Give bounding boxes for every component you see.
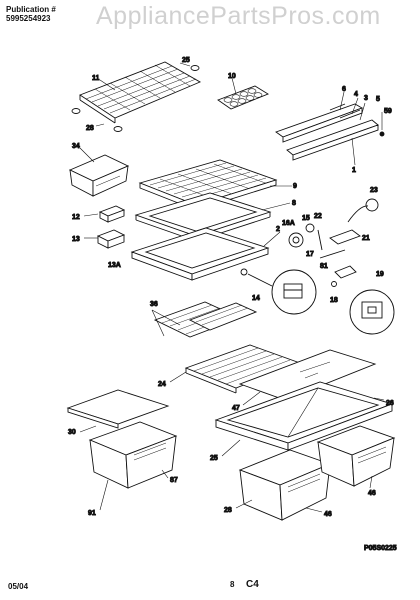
label-5: 5 bbox=[376, 96, 380, 103]
door-bin-small bbox=[98, 205, 126, 223]
footer-section: C4 bbox=[246, 579, 259, 590]
label-19: 19 bbox=[376, 271, 384, 278]
publication-label: Publication # bbox=[6, 5, 56, 14]
label-13a: 13A bbox=[108, 262, 121, 269]
label-4: 4 bbox=[354, 91, 358, 98]
label-30: 30 bbox=[68, 429, 76, 436]
label-59: 59 bbox=[384, 108, 392, 115]
label-26: 26 bbox=[386, 400, 394, 407]
label-25: 25 bbox=[182, 57, 190, 64]
label-25-lower: 25 bbox=[210, 455, 218, 462]
label-15: 15 bbox=[302, 215, 310, 222]
label-22: 22 bbox=[314, 213, 322, 220]
publication-number: 5995254923 bbox=[6, 14, 51, 23]
label-46-center: 46 bbox=[324, 511, 332, 518]
top-wire-shelf bbox=[79, 61, 202, 124]
label-28-lower: 28 bbox=[224, 507, 232, 514]
label-8: 8 bbox=[292, 200, 296, 207]
leader-lines bbox=[79, 62, 385, 513]
crisper-frame bbox=[214, 381, 394, 451]
egg-tray bbox=[217, 85, 269, 110]
shelf-clip-right bbox=[113, 126, 123, 132]
label-10: 10 bbox=[228, 73, 236, 80]
watermark: AppliancePartsPros.com bbox=[96, 2, 381, 30]
label-12: 12 bbox=[72, 214, 80, 221]
label-17: 17 bbox=[306, 251, 314, 258]
crisper-pan-cover bbox=[66, 389, 170, 429]
label-23: 23 bbox=[370, 187, 378, 194]
crisper-drawer-center bbox=[238, 449, 332, 521]
label-2: 2 bbox=[276, 226, 280, 233]
label-18: 18 bbox=[330, 297, 338, 304]
label-34: 34 bbox=[72, 143, 80, 150]
control-assembly bbox=[288, 198, 379, 259]
label-14: 14 bbox=[252, 295, 260, 302]
label-47: 47 bbox=[232, 405, 240, 412]
label-9: 9 bbox=[293, 183, 297, 190]
label-1: 1 bbox=[352, 167, 356, 174]
door-bin-lower bbox=[96, 229, 126, 249]
label-6: 6 bbox=[342, 86, 346, 93]
callout-detail-left bbox=[240, 268, 317, 315]
label-21: 21 bbox=[362, 235, 370, 242]
shelf-frame-lower bbox=[130, 227, 270, 281]
crisper-drawer-left bbox=[88, 421, 178, 489]
label-3: 3 bbox=[364, 95, 368, 102]
label-13: 13 bbox=[72, 236, 80, 243]
label-87: 87 bbox=[170, 477, 178, 484]
footer-page: 8 bbox=[230, 580, 235, 589]
label-28: 28 bbox=[86, 125, 94, 132]
label-81: 81 bbox=[320, 263, 328, 270]
label-91: 91 bbox=[88, 510, 96, 517]
label-36: 36 bbox=[150, 301, 158, 308]
deli-drawer bbox=[68, 154, 130, 197]
label-46-right: 46 bbox=[368, 490, 376, 497]
shelf-clip-left bbox=[71, 108, 81, 114]
shelf-clip-top bbox=[190, 65, 200, 71]
part-labels: 11 25 28 10 6 4 3 5 59 1 34 9 8 2 23 12 … bbox=[68, 57, 398, 553]
shelf-support-rails bbox=[275, 103, 385, 161]
diagram-code: P05S0225 bbox=[364, 545, 397, 552]
label-11: 11 bbox=[92, 75, 100, 82]
label-24: 24 bbox=[158, 381, 166, 388]
footer-date: 05/04 bbox=[8, 582, 29, 591]
label-16a: 16A bbox=[282, 220, 295, 227]
crisper-drawer-right bbox=[316, 425, 396, 487]
callout-detail-right bbox=[331, 265, 395, 335]
crisper-glass-cover bbox=[238, 349, 377, 401]
shelf-frame bbox=[134, 192, 272, 242]
